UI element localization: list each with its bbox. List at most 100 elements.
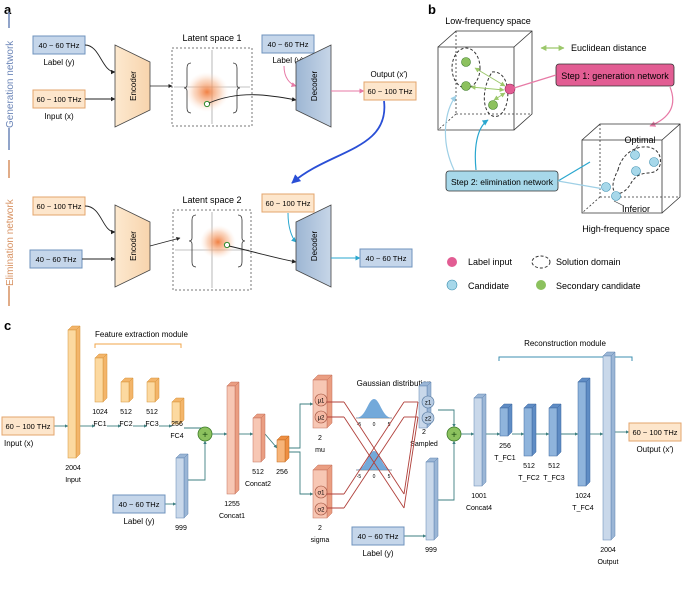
high-frequency-label: High-frequency space (582, 224, 670, 234)
node-z2 (421, 411, 435, 425)
c-label-caption-1: Label (y) (123, 517, 154, 526)
svg-text:z1: z1 (425, 401, 432, 407)
layer-concat2-size: 512 (252, 469, 264, 476)
gen-output-caption: Output (x′) (370, 70, 407, 79)
candidate-3 (631, 166, 641, 176)
legend-label-input-marker (447, 257, 457, 267)
step2-to-low-arrow (474, 119, 489, 171)
sampling-crossing-lines (327, 401, 419, 509)
inferior-label: Inferior (622, 204, 650, 214)
elim-encoder-to-latent-arrow (149, 236, 181, 247)
node-s2 (314, 502, 328, 516)
euclid-arrow-2 (470, 84, 505, 93)
layer-output-size: 2004 (600, 547, 616, 554)
layer-input-size: 2004 (65, 465, 81, 472)
svg-text:σ1: σ1 (317, 491, 325, 497)
elim-latent-space (172, 209, 252, 291)
svg-text:σ2: σ2 (317, 508, 325, 514)
legend-secondary: Secondary candidate (556, 281, 641, 291)
layer-concat2 (252, 413, 266, 463)
gen-latent-brace-right (232, 62, 241, 114)
elim-decoder (295, 204, 332, 288)
svg-text:μ2: μ2 (318, 416, 325, 422)
layer-fc1 (94, 353, 108, 403)
elim-latent-distribution (200, 225, 236, 259)
elim-decoder-text: Decoder (310, 231, 319, 262)
gen-input-box-text: 60 ~ 100 THz (36, 95, 81, 104)
gen-decoder-label-caption: Label (y) (272, 56, 303, 65)
side-label-elimination: Elimination network (5, 160, 16, 306)
solution-domain-2 (483, 71, 509, 117)
feature-module-label: Feature extraction module (95, 330, 188, 339)
layer-concat1-name: Concat1 (219, 513, 245, 520)
gen-label-to-encoder-arrow (84, 44, 116, 75)
elim-decoder-input-box-text: 60 ~ 100 THz (265, 199, 310, 208)
arrow-sampled-plus (438, 409, 456, 428)
layer-fc2 (120, 377, 134, 403)
candidate-inferior-1 (601, 182, 611, 192)
gen-encoder (114, 44, 151, 128)
gen-latent-brace-left (183, 62, 192, 114)
layer-fc4-name: FC4 (170, 433, 183, 440)
elim-latent-brace-left (188, 214, 197, 268)
elim-decoder-input-box (261, 193, 315, 213)
panel-b-label: b (428, 2, 436, 17)
gen-label-to-decoder-arrow (283, 65, 297, 87)
layer-mu-size: 2 (318, 435, 322, 442)
euclid-arrow-3 (493, 92, 506, 101)
candidate-inferior-2 (611, 191, 621, 201)
layer-tfc2-size: 512 (523, 463, 535, 470)
low-frequency-cube (437, 30, 533, 131)
layer-sigma-name: sigma (311, 537, 330, 544)
gen-decoder-text: Decoder (310, 71, 319, 102)
arrow-concat2-concat3 (264, 433, 278, 449)
layer-fc1-size: 1024 (92, 409, 108, 416)
layer-concat3 (276, 435, 290, 463)
node-z1 (421, 395, 435, 409)
c-label-box-1 (112, 494, 166, 514)
step2-text: Step 2: elimination network (451, 177, 554, 187)
layer-tfc1 (499, 403, 513, 437)
node-mu1 (314, 393, 328, 407)
svg-text:μ1: μ1 (318, 399, 325, 405)
c-label-box-2-text: 40 ~ 60 THz (358, 532, 399, 541)
elim-latent-to-decoder-arrow (228, 245, 297, 264)
layer-fc2-name: FC2 (119, 421, 132, 428)
reconstruction-module-label: Reconstruction module (524, 339, 606, 348)
euclid-arrow-1 (474, 67, 506, 87)
layer-tfc3 (548, 403, 562, 457)
low-frequency-label: Low-frequency space (445, 16, 531, 26)
gen-output-box-text: 60 ~ 100 THz (367, 87, 412, 96)
layer-concat4 (473, 393, 487, 487)
svg-text:Generation network: Generation network (5, 40, 16, 128)
arrow-concat3-mu (289, 402, 314, 449)
elim-encoder (114, 204, 151, 288)
node-s1 (314, 485, 328, 499)
gen-input-caption: Input (x) (44, 112, 74, 121)
c-input-box-text: 60 ~ 100 THz (5, 422, 50, 431)
layer-tfc1-name: T_FC1 (494, 455, 516, 462)
layer-concat4-size: 1001 (471, 493, 487, 500)
panel-a-label: a (4, 2, 12, 17)
step1-connector (513, 74, 557, 89)
layer-tfc1-size: 256 (499, 443, 511, 450)
concat-plus-node-2 (446, 426, 462, 442)
feature-module-bracket (94, 343, 182, 348)
gen-latent-sample-point (203, 100, 211, 108)
elim-top-to-encoder-arrow (84, 205, 116, 235)
layer-tfc2 (523, 403, 537, 457)
layer-sampled-size: 2 (422, 429, 426, 436)
candidate-optimal-2 (649, 157, 659, 167)
layer-fc3-size: 512 (146, 409, 158, 416)
secondary-candidate-3 (488, 100, 498, 110)
layer-tfc4 (577, 377, 591, 487)
layer-tfc4-name: T_FC4 (572, 505, 594, 512)
c-label-caption-2: Label (y) (362, 549, 393, 558)
euclid-legend-text: Euclidean distance (571, 43, 647, 53)
secondary-candidate-2 (461, 81, 471, 91)
layer-sigma-size: 2 (318, 525, 322, 532)
layer-sampled-name: Sampled (410, 441, 438, 448)
layer-tfc2-name: T_FC2 (518, 475, 540, 482)
step2-connector-bottom (557, 180, 605, 190)
